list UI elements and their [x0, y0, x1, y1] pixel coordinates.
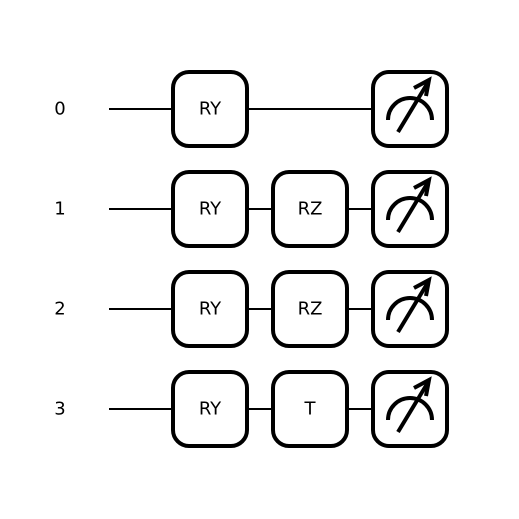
gate-label: RY — [199, 99, 222, 120]
measurement-meter-icon — [386, 376, 434, 434]
measurement-gate — [371, 170, 449, 248]
gate-box — [171, 170, 249, 248]
qubit-wire-3: 3 RY T — [54, 370, 449, 448]
measurement-meter-icon — [386, 76, 434, 134]
gate-label: RZ — [298, 199, 323, 220]
measurement-meter-icon — [386, 276, 434, 334]
measurement-gate — [371, 270, 449, 348]
gate-box — [171, 270, 249, 348]
gate-ry: RY — [171, 170, 249, 248]
measurement-meter-icon — [386, 176, 434, 234]
qubit-wire-2: 2 RY RZ — [54, 270, 449, 348]
wire-label: 3 — [54, 399, 65, 420]
gate-label: RY — [199, 299, 222, 320]
measurement-gate — [371, 70, 449, 148]
wire-label: 1 — [54, 199, 65, 220]
gate-box — [271, 170, 349, 248]
gate-box — [271, 370, 349, 448]
gate-box — [271, 270, 349, 348]
gate-label: RY — [199, 199, 222, 220]
gate-label: T — [304, 399, 317, 420]
gate-ry: RY — [171, 370, 249, 448]
gate-rz: RZ — [271, 170, 349, 248]
qubit-wire-1: 1 RY RZ — [54, 170, 449, 248]
wire-label: 2 — [54, 299, 65, 320]
measurement-gate — [371, 370, 449, 448]
gate-box — [171, 70, 249, 148]
wire-label: 0 — [54, 99, 65, 120]
gate-ry: RY — [171, 70, 249, 148]
gate-rz: RZ — [271, 270, 349, 348]
gate-label: RZ — [298, 299, 323, 320]
gate-t: T — [271, 370, 349, 448]
qubit-wire-0: 0 RY — [54, 70, 449, 148]
gate-box — [171, 370, 249, 448]
gate-label: RY — [199, 399, 222, 420]
gate-ry: RY — [171, 270, 249, 348]
